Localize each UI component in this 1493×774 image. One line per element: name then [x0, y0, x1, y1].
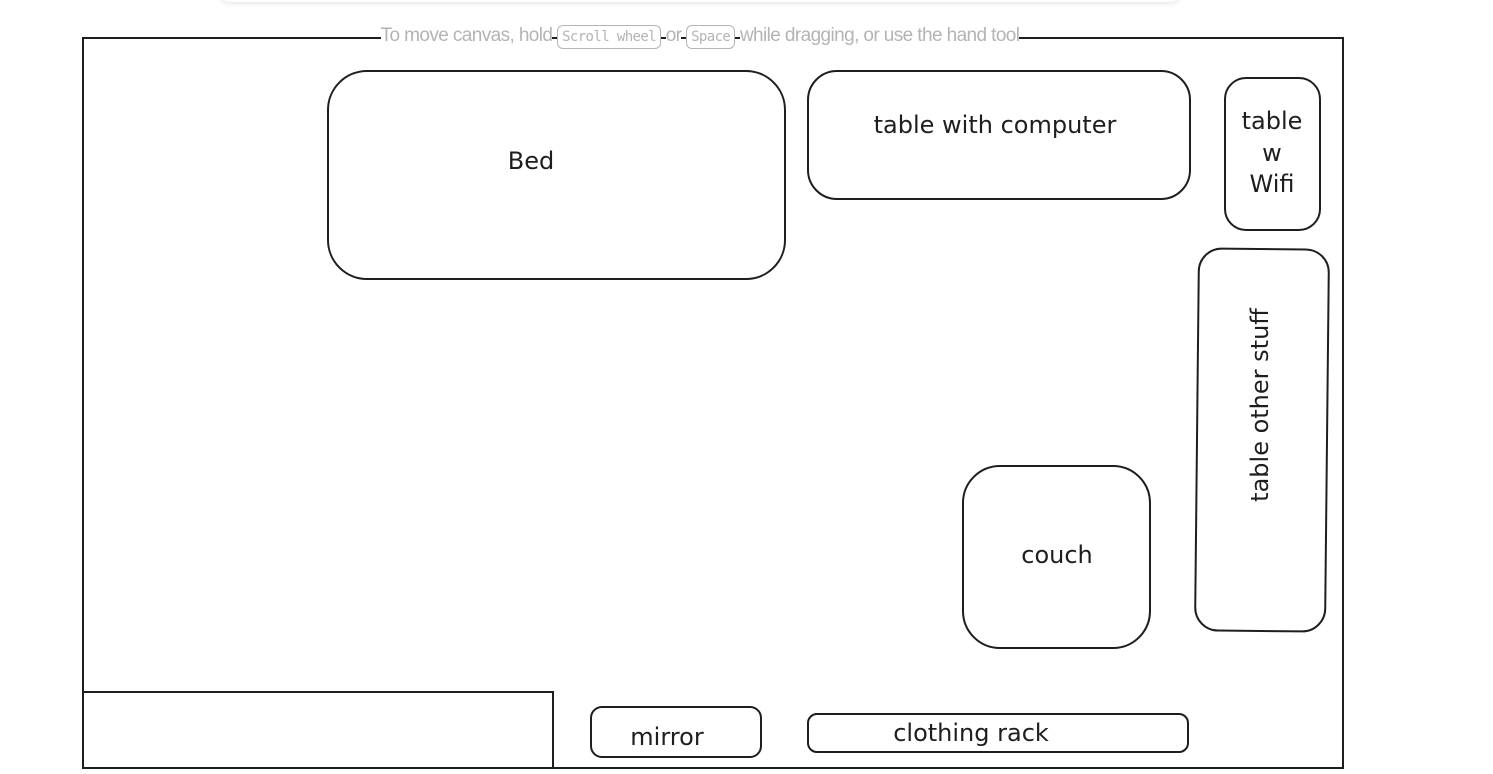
table-wifi-shape[interactable]	[1224, 77, 1321, 231]
bed-label: Bed	[507, 147, 555, 175]
unlabeled-rectangle[interactable]	[82, 691, 554, 769]
canvas-hint: To move canvas, hold Scroll wheel or Spa…	[0, 25, 1400, 49]
table-wifi-label-2: w	[1262, 139, 1282, 167]
mirror-label: mirror	[630, 723, 704, 751]
hint-key-space: Space	[686, 25, 736, 49]
mirror-shape[interactable]	[590, 706, 762, 758]
table-other-label: table other stuff	[1246, 308, 1274, 502]
hint-prefix: To move canvas, hold	[380, 25, 553, 46]
hint-suffix: while dragging, or use the hand tool	[739, 25, 1020, 46]
clothing-rack-label: clothing rack	[893, 719, 1049, 747]
table-wifi-label-1: table	[1241, 107, 1303, 135]
clothing-rack-shape[interactable]	[807, 713, 1189, 753]
table-computer-label: table with computer	[873, 111, 1117, 139]
hint-or: or	[665, 25, 682, 46]
table-wifi-label-3: Wifi	[1249, 170, 1295, 198]
couch-shape[interactable]	[962, 465, 1151, 649]
main-toolbar	[220, 0, 1180, 2]
table-computer-shape[interactable]	[807, 70, 1191, 200]
couch-label: couch	[1021, 541, 1093, 569]
bed-shape[interactable]	[327, 70, 786, 280]
hint-key-scroll: Scroll wheel	[557, 25, 662, 49]
